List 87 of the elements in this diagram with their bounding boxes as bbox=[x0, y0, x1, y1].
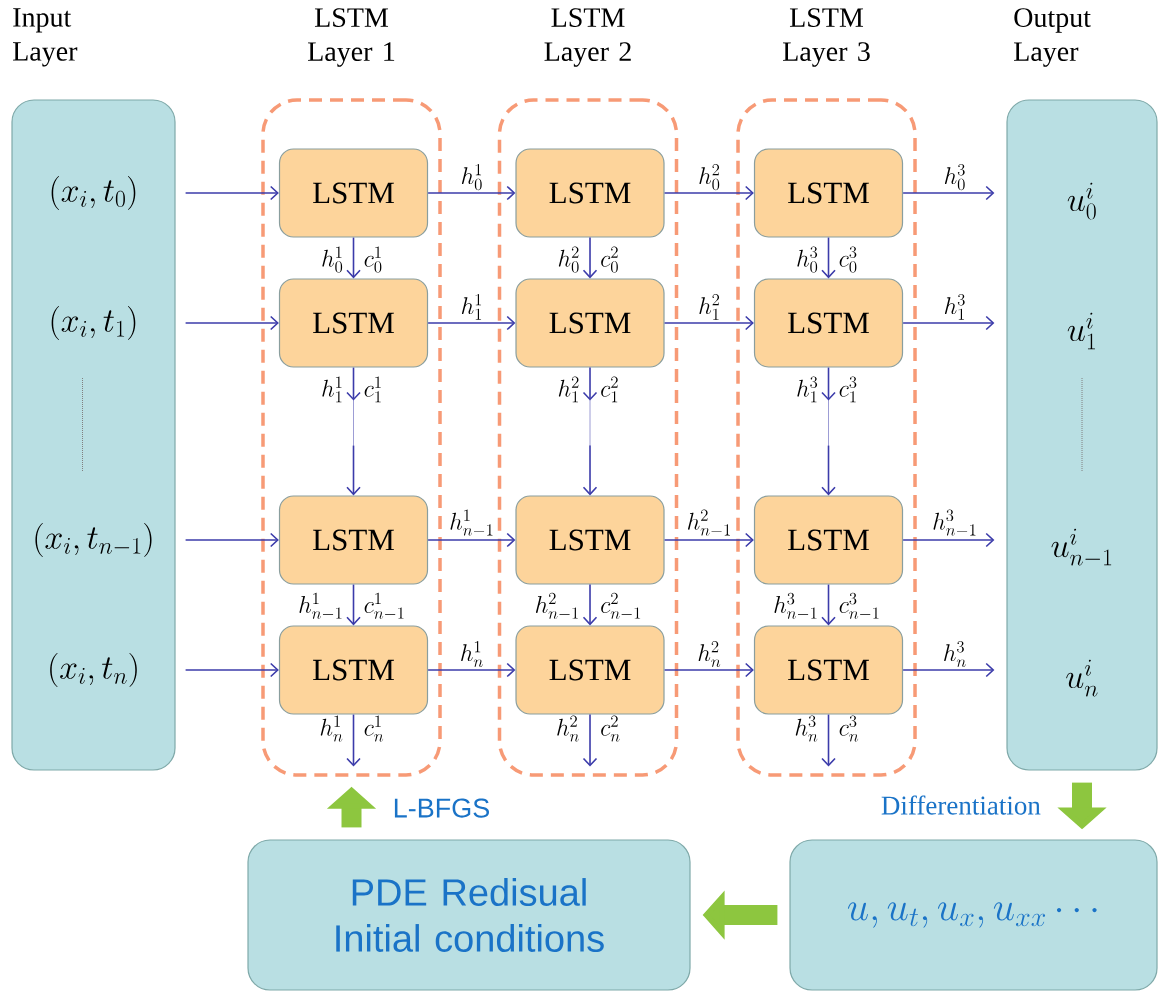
lstm-cell-box: LSTM bbox=[515, 148, 665, 238]
edge-label: Differentiation bbox=[881, 795, 1041, 815]
arrow bbox=[427, 315, 516, 331]
arrow bbox=[346, 713, 361, 767]
arrow bbox=[427, 532, 516, 548]
arrow bbox=[821, 583, 836, 626]
arrow bbox=[582, 236, 598, 279]
edge-label: $h_{0}^{1}$ bbox=[461, 164, 482, 191]
edge-label: $h_{n-1}^{1}$ bbox=[450, 509, 493, 536]
arrow bbox=[821, 366, 836, 496]
arrow bbox=[582, 583, 598, 626]
arrow bbox=[346, 583, 361, 626]
formula-label: $c_{0}^{3}$ bbox=[839, 246, 857, 273]
arrow bbox=[582, 366, 598, 496]
edge-label: L-BFGS bbox=[394, 798, 489, 818]
lstm-cell-box: LSTM bbox=[753, 148, 904, 238]
formula-label: $c_{n-1}^{1}$ bbox=[364, 592, 404, 619]
lstm-cell-box: LSTM bbox=[278, 495, 429, 585]
layer-heading: Output Layer bbox=[1014, 8, 1091, 67]
lstm-cell-box: LSTM bbox=[278, 148, 429, 238]
formula-text: $(x_{i},t_{1})$ bbox=[51, 306, 136, 340]
arrow bbox=[184, 532, 279, 548]
arrow bbox=[663, 662, 754, 678]
lstm-cell-box: LSTM bbox=[753, 495, 904, 585]
lstm-cell-box: LSTM bbox=[515, 278, 665, 368]
formula-text: $u_{n}^{i}$ bbox=[1066, 659, 1098, 697]
edge-label: $h_{n}^{3}$ bbox=[795, 715, 818, 742]
layer-heading: LSTM Layer 1 bbox=[308, 8, 395, 67]
arrow bbox=[821, 236, 836, 279]
arrow bbox=[184, 315, 279, 331]
result-box: PDE Redisual Initial conditions bbox=[247, 839, 691, 991]
edge-label: $h_{0}^{3}$ bbox=[944, 164, 965, 191]
arrow bbox=[902, 185, 995, 201]
edge-label: $h_{n}^{1}$ bbox=[461, 641, 483, 667]
edge-label: $h_{1}^{1}$ bbox=[461, 294, 482, 320]
formula-label: $c_{n-1}^{2}$ bbox=[601, 592, 641, 619]
edge-label: $h_{n}^{2}$ bbox=[557, 715, 579, 742]
arrow bbox=[346, 236, 361, 279]
edge-label: $h_{0}^{3}$ bbox=[797, 246, 818, 273]
layer-heading: Input Layer bbox=[13, 8, 78, 67]
arrow bbox=[184, 185, 279, 201]
edge-label: $h_{1}^{3}$ bbox=[944, 294, 965, 320]
arrow bbox=[427, 185, 516, 201]
edge-label: $h_{n}^{3}$ bbox=[944, 641, 966, 667]
lstm-cell-box: LSTM bbox=[753, 278, 904, 368]
edge-label: $h_{1}^{1}$ bbox=[322, 376, 342, 403]
arrow bbox=[821, 713, 836, 767]
arrow bbox=[582, 713, 598, 767]
lstm-cell-box: LSTM bbox=[278, 625, 429, 715]
lstm-cell-box: LSTM bbox=[753, 625, 904, 715]
formula-text: $u_{0}^{i}$ bbox=[1067, 182, 1096, 220]
edge-label: $h_{0}^{2}$ bbox=[699, 164, 720, 191]
formula-label: $c_{0}^{1}$ bbox=[364, 246, 382, 273]
arrow bbox=[663, 185, 754, 201]
layer-heading: LSTM Layer 3 bbox=[783, 8, 870, 67]
formula-label: $c_{0}^{2}$ bbox=[601, 246, 618, 273]
arrow bbox=[902, 315, 995, 331]
formula-text: $u_{1}^{i}$ bbox=[1067, 312, 1095, 350]
edge-label: $h_{n-1}^{2}$ bbox=[688, 509, 730, 536]
arrow bbox=[663, 532, 754, 548]
formula-text: $(x_{i},t_{n-1})$ bbox=[35, 523, 152, 557]
arrow bbox=[902, 662, 995, 678]
edge-label: $h_{n}^{1}$ bbox=[320, 715, 343, 742]
edge-label: $h_{n-1}^{1}$ bbox=[299, 592, 342, 619]
edge-label: $h_{1}^{3}$ bbox=[797, 376, 818, 403]
edge-label: $h_{1}^{2}$ bbox=[699, 294, 720, 320]
formula-label: $c_{n-1}^{3}$ bbox=[839, 592, 879, 619]
lstm-cell-box: LSTM bbox=[515, 495, 665, 585]
edge-label: $h_{n-1}^{2}$ bbox=[536, 592, 578, 619]
arrow bbox=[902, 532, 995, 548]
formula-text: $(x_{i},t_{n})$ bbox=[50, 653, 137, 687]
arrow bbox=[346, 366, 361, 496]
edge-label: $h_{n-1}^{3}$ bbox=[774, 592, 817, 619]
edge-label: $h_{n}^{2}$ bbox=[698, 641, 721, 667]
arrow bbox=[427, 662, 516, 678]
layer-heading: LSTM Layer 2 bbox=[544, 8, 631, 67]
formula-text: $u_{n-1}^{i}$ bbox=[1051, 528, 1112, 566]
edge-label: $h_{n-1}^{3}$ bbox=[933, 509, 976, 536]
edge-label: $h_{1}^{2}$ bbox=[558, 376, 579, 403]
edge-label: $h_{0}^{1}$ bbox=[322, 246, 343, 273]
lstm-cell-box: LSTM bbox=[278, 278, 429, 368]
arrow bbox=[184, 662, 279, 678]
lstm-cell-box: LSTM bbox=[515, 625, 665, 715]
result-box: $u,u_{t},u_{x},u_{xx}\cdots$ bbox=[789, 839, 1158, 991]
formula-text: $(x_{i},t_{0})$ bbox=[51, 176, 136, 210]
edge-label: $h_{0}^{2}$ bbox=[558, 246, 579, 273]
arrow bbox=[663, 315, 754, 331]
